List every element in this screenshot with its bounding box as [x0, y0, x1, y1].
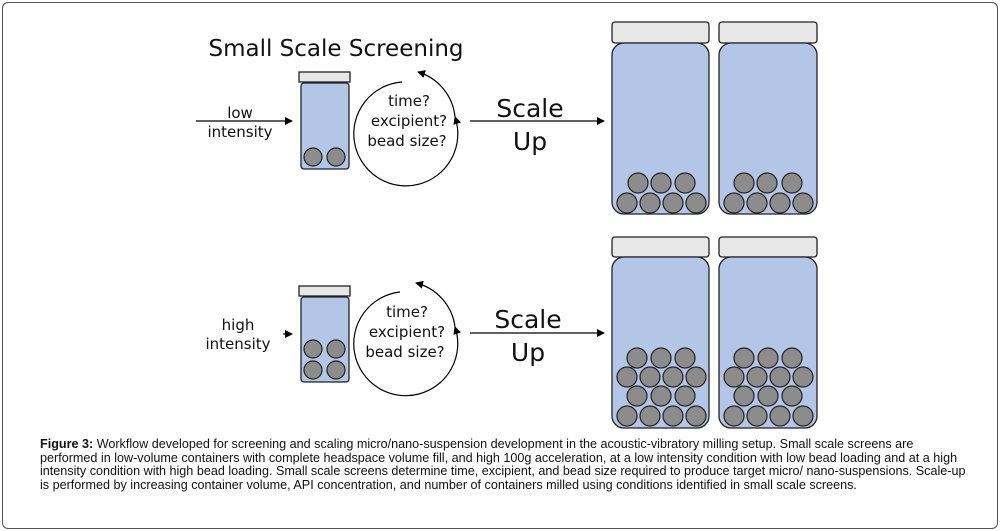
vial-lid [298, 71, 351, 83]
jar-body [611, 42, 710, 215]
large-jar-high-2 [718, 236, 818, 429]
low-intensity-label-line2: intensity [207, 123, 272, 141]
jar-body [718, 42, 818, 215]
bead [650, 385, 672, 407]
bead [757, 347, 779, 369]
workflow-diagram: Small Scale Screening low intensity time… [196, 21, 818, 429]
cycle-time-label: time? [386, 303, 428, 321]
cycle-bead-size-label: bead size? [367, 132, 446, 150]
cycle-arrow-left [353, 291, 462, 397]
bead [685, 405, 707, 427]
bead [769, 192, 791, 214]
jar-lid [611, 21, 710, 44]
cycle-arrow-left [353, 81, 462, 187]
scale-up-label-line1: Scale [494, 305, 561, 334]
caption-label: Figure 3: [40, 437, 94, 451]
vial-lid [298, 285, 351, 297]
jar-lid [718, 236, 818, 258]
scale-up-label-line2: Up [511, 338, 545, 367]
bead [746, 405, 768, 427]
bead [650, 347, 672, 369]
row-low-intensity: low intensity time? excipient? bead size… [196, 21, 818, 215]
bead [674, 385, 696, 407]
high-intensity-label-line1: high [222, 316, 255, 334]
bead [662, 366, 684, 388]
bead [781, 385, 803, 407]
cycle-bead-size-label: bead size? [365, 343, 444, 361]
bead [662, 405, 684, 427]
bead [757, 385, 779, 407]
bead [662, 192, 684, 214]
scale-up-label-line2: Up [513, 127, 547, 156]
cycle-arrow-right [415, 280, 456, 328]
bead [616, 405, 638, 427]
bead [781, 172, 803, 194]
small-vial-high [298, 285, 351, 383]
bead [769, 366, 791, 388]
cycle-excipient-label: excipient? [369, 323, 445, 341]
large-jar-low-1 [611, 21, 710, 215]
bead [639, 405, 661, 427]
caption-text: Workflow developed for screening and sca… [40, 437, 966, 492]
jar-lid [611, 236, 710, 258]
cycle-excipient-label: excipient? [371, 112, 447, 130]
bead [733, 385, 755, 407]
bead [723, 192, 745, 214]
jar-body [718, 256, 818, 429]
screening-cycle-low: time? excipient? bead size? [353, 70, 462, 187]
scale-up-label-line1: Scale [496, 94, 563, 123]
bead [674, 347, 696, 369]
bead [326, 147, 346, 167]
bead [626, 385, 648, 407]
bead [685, 366, 707, 388]
large-jar-high-1 [611, 236, 710, 429]
bead [733, 172, 755, 194]
bead [674, 172, 696, 194]
low-intensity-label-line1: low [227, 104, 253, 122]
bead [723, 366, 745, 388]
bead [616, 192, 638, 214]
bead [792, 405, 814, 427]
bead [303, 147, 323, 167]
bead [792, 366, 814, 388]
jar-body [611, 256, 710, 429]
bead [303, 339, 323, 359]
diagram-title: Small Scale Screening [208, 36, 463, 62]
bead [639, 366, 661, 388]
bead [746, 192, 768, 214]
bead [733, 347, 755, 369]
bead [756, 172, 778, 194]
bead [650, 172, 672, 194]
bead [685, 192, 707, 214]
bead [781, 347, 803, 369]
figure-caption: Figure 3: Workflow developed for screeni… [40, 437, 970, 492]
cycle-arrow-right [417, 70, 456, 118]
cycle-time-label: time? [388, 92, 430, 110]
bead [627, 172, 649, 194]
screening-cycle-high: time? excipient? bead size? [353, 280, 462, 397]
bead [326, 360, 346, 380]
bead [792, 192, 814, 214]
high-intensity-label-line2: intensity [205, 335, 270, 353]
small-vial-low [298, 71, 351, 170]
jar-lid [718, 21, 818, 44]
large-jar-low-2 [718, 21, 818, 215]
bead [746, 366, 768, 388]
bead [626, 347, 648, 369]
bead [616, 366, 638, 388]
bead [326, 339, 346, 359]
bead [769, 405, 791, 427]
row-high-intensity: high intensity time? excipient? bead siz… [205, 236, 818, 429]
bead [303, 360, 323, 380]
bead [723, 405, 745, 427]
bead [639, 192, 661, 214]
